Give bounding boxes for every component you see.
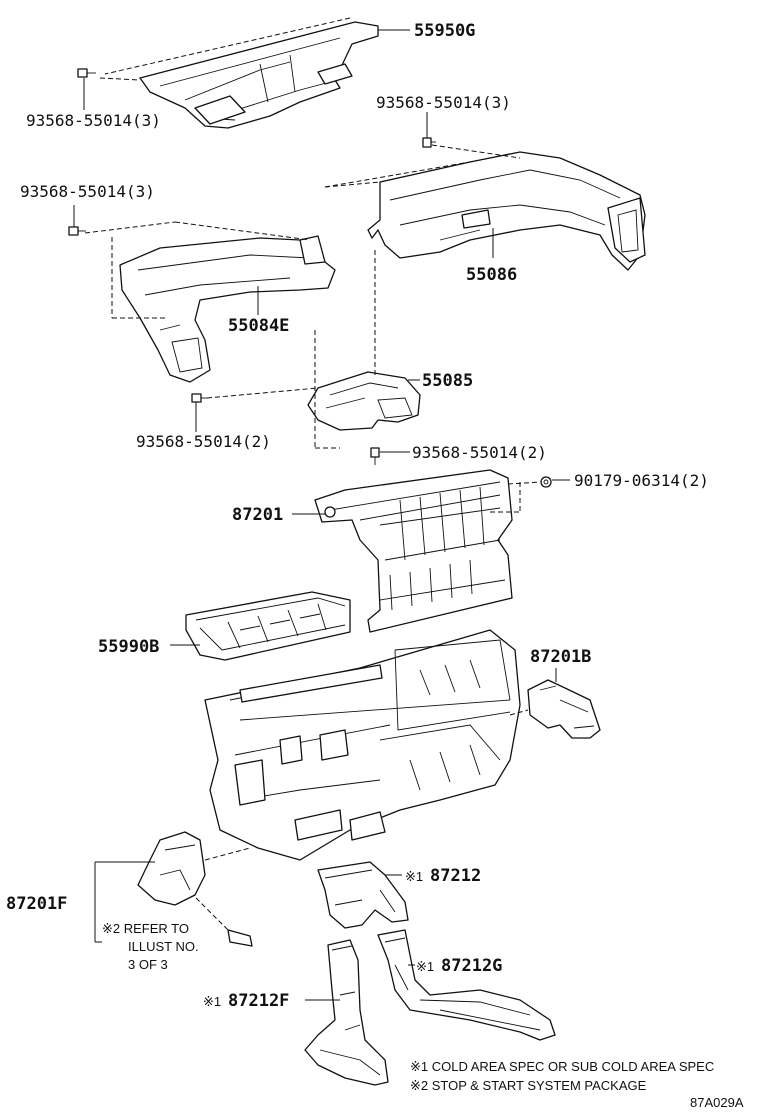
label-87212g: 87212G xyxy=(441,956,502,976)
footnote-2: ※2 STOP & START SYSTEM PACKAGE xyxy=(410,1078,647,1093)
part-87201f-drawing xyxy=(137,831,206,906)
part-55084e-drawing xyxy=(119,235,336,383)
refer-note-line3: 3 OF 3 xyxy=(128,957,168,972)
mark-87212f: ※1 xyxy=(203,994,221,1009)
sensor-icon xyxy=(227,929,253,947)
label-87212f: 87212F xyxy=(228,991,289,1011)
part-87212-drawing xyxy=(317,861,409,929)
label-55990b: 55990B xyxy=(98,637,159,657)
part-87201-drawing xyxy=(314,469,513,633)
illustration-code: 87A029A xyxy=(690,1095,744,1110)
footnote-1: ※1 COLD AREA SPEC OR SUB COLD AREA SPEC xyxy=(410,1059,714,1074)
part-55990b-drawing xyxy=(185,591,351,661)
bolt-icon xyxy=(77,68,96,78)
part-55085-drawing xyxy=(307,371,421,431)
part-87212g-drawing xyxy=(377,929,556,1041)
label-93568-top-right: 93568-55014(3) xyxy=(376,93,511,112)
label-87212: 87212 xyxy=(430,866,481,886)
mark-87212: ※1 xyxy=(405,869,423,884)
bolt-icon xyxy=(68,226,86,236)
label-93568-top-left: 93568-55014(3) xyxy=(26,111,161,130)
bolt-icon xyxy=(370,447,380,465)
label-93568-2-right: 93568-55014(2) xyxy=(412,443,547,462)
label-55950g: 55950G xyxy=(414,21,475,41)
refer-note-line2: ILLUST NO. xyxy=(128,939,199,954)
label-55085: 55085 xyxy=(422,371,473,391)
mark-87212g: ※1 xyxy=(416,959,434,974)
bolt-icon xyxy=(191,393,208,403)
nut-icon xyxy=(540,476,552,488)
label-90179: 90179-06314(2) xyxy=(574,471,709,490)
label-55086: 55086 xyxy=(466,265,517,285)
hvac-unit-drawing xyxy=(204,629,521,861)
label-87201: 87201 xyxy=(232,505,283,525)
label-87201b: 87201B xyxy=(530,647,591,667)
label-93568-mid-left: 93568-55014(3) xyxy=(20,182,155,201)
label-55084e: 55084E xyxy=(228,316,289,336)
part-55086-drawing xyxy=(367,151,646,271)
refer-note-line1: ※2 REFER TO xyxy=(102,921,189,936)
label-93568-2-left: 93568-55014(2) xyxy=(136,432,271,451)
label-87201f: 87201F xyxy=(6,894,67,914)
part-87201b-drawing xyxy=(527,679,601,739)
part-87212f-drawing xyxy=(304,939,389,1086)
part-55950g-drawing xyxy=(139,21,379,129)
